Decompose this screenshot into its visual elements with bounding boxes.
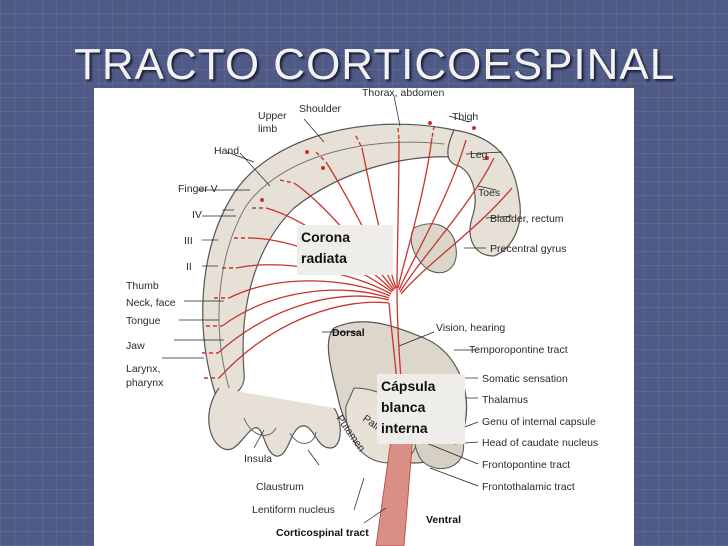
callout-capsula-line3: interna	[381, 420, 428, 436]
label-thigh: Thigh	[452, 111, 478, 123]
label-finger-v: Finger V	[178, 183, 218, 195]
label-finger-iv: IV	[192, 209, 202, 221]
label-vision-hearing: Vision, hearing	[436, 322, 505, 334]
label-tongue: Tongue	[126, 315, 161, 327]
claustrum-folds	[243, 417, 317, 444]
label-toes: Toes	[478, 187, 500, 199]
callout-capsula-line2: blanca	[381, 399, 426, 415]
label-frontothalamic-tract: Frontothalamic tract	[482, 481, 575, 493]
label-upper-limb-1: Upper	[258, 110, 287, 122]
label-claustrum: Claustrum	[256, 481, 304, 493]
slide-title: TRACTO CORTICOESPINAL	[74, 40, 676, 89]
label-head-caudate-nucleus: Head of caudate nucleus	[482, 437, 598, 449]
label-insula: Insula	[244, 453, 272, 465]
label-finger-ii: II	[186, 261, 192, 273]
label-bladder-rectum: Bladder, rectum	[490, 213, 564, 225]
label-upper-limb-2: limb	[258, 123, 277, 135]
label-lentiform-nucleus: Lentiform nucleus	[252, 504, 335, 516]
inner-band	[218, 141, 445, 389]
callout-capsula-line1: Cápsula	[381, 378, 436, 394]
label-leg: Leg	[470, 149, 488, 161]
fiber-lines	[217, 137, 513, 424]
label-ventral: Ventral	[426, 514, 461, 526]
precentral-gyrus-shape	[447, 129, 521, 257]
leader-lines	[162, 95, 513, 524]
red-dots	[260, 121, 489, 202]
anatomy-figure: Thorax, abdomen Shoulder Upper limb Thig…	[94, 88, 634, 546]
label-jaw: Jaw	[126, 340, 145, 352]
dashed-cortex-segments	[202, 125, 435, 379]
label-somatic-sensation: Somatic sensation	[482, 373, 568, 385]
label-thorax-abdomen: Thorax, abdomen	[362, 88, 444, 99]
brain-diagram: Thorax, abdomen Shoulder Upper limb Thig…	[126, 88, 598, 546]
label-genu-internal-capsule: Genu of internal capsule	[482, 416, 596, 428]
callout-corona-line2: radiata	[301, 250, 347, 266]
label-temporopontine-tract: Temporopontine tract	[469, 344, 568, 356]
label-frontopontine-tract: Frontopontine tract	[482, 459, 570, 471]
capsula-interna-callout: Cápsula blanca interna	[377, 374, 465, 444]
label-precentral-gyrus: Precentral gyrus	[490, 243, 566, 255]
label-finger-iii: III	[184, 235, 193, 247]
label-pharynx: pharynx	[126, 377, 164, 389]
label-larynx: Larynx,	[126, 363, 160, 375]
insula-folds	[208, 387, 341, 457]
label-corticospinal-tract: Corticospinal tract	[276, 527, 369, 539]
corona-radiata-callout: Corona radiata	[297, 225, 393, 275]
label-hand: Hand	[214, 145, 239, 157]
callout-corona-line1: Corona	[301, 229, 350, 245]
label-shoulder: Shoulder	[299, 103, 342, 115]
label-dorsal: Dorsal	[332, 327, 365, 339]
label-thumb: Thumb	[126, 280, 159, 292]
label-thalamus: Thalamus	[482, 394, 528, 406]
label-neck-face: Neck, face	[126, 297, 176, 309]
